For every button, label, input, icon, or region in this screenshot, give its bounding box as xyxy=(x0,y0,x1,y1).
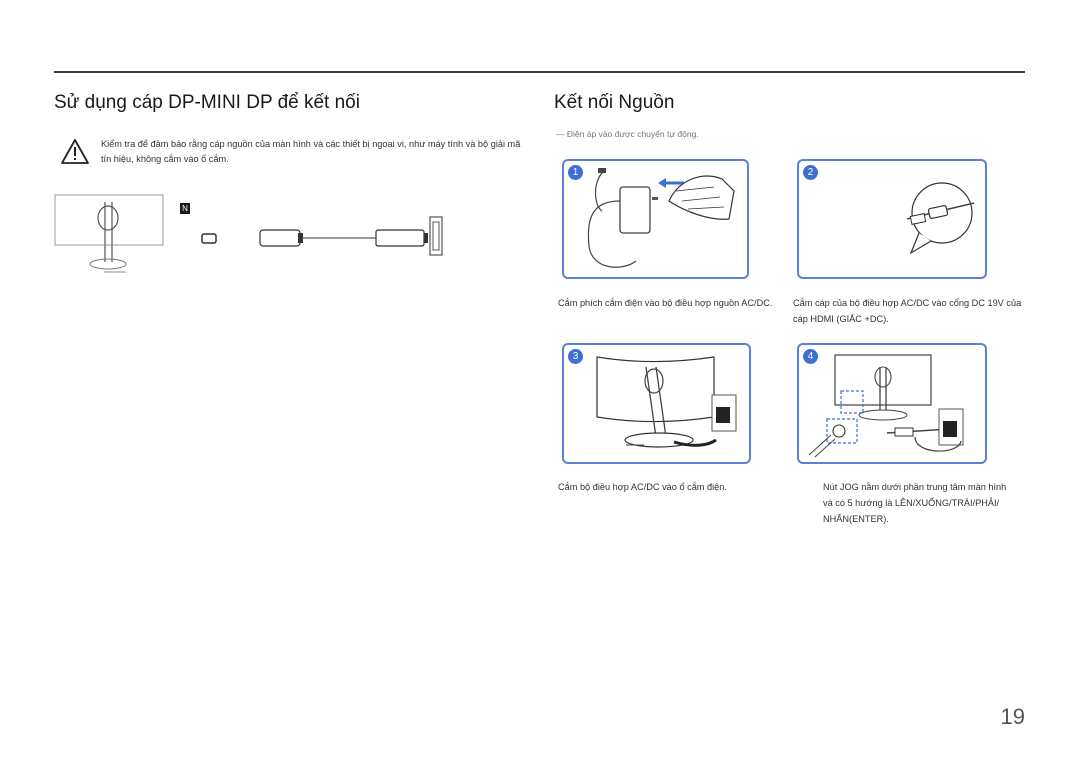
outlet-plug-illustration xyxy=(596,356,737,448)
jog-button-illustration xyxy=(808,354,964,458)
header-rule xyxy=(54,71,1025,73)
section-title-power: Kết nối Nguồn xyxy=(554,92,675,113)
dc-connector-illustration xyxy=(906,182,975,255)
step-4-badge: 4 xyxy=(803,349,818,364)
port-label-badge: N xyxy=(180,203,190,214)
adapter-plug-illustration xyxy=(587,168,735,268)
step-3-panel: 3 xyxy=(562,343,751,464)
step-4-caption: Nút JOG nằm dưới phần trung tâm màn hình… xyxy=(823,482,1007,524)
step-2-badge: 2 xyxy=(803,165,818,180)
warning-text: Kiểm tra để đảm bảo rằng cáp nguồn của m… xyxy=(101,139,521,164)
warning-icon xyxy=(61,139,89,164)
step-2-panel: 2 xyxy=(797,159,987,279)
step-1-caption: Cắm phích cắm điện vào bộ điều hợp nguồn… xyxy=(558,298,773,308)
step-1-badge: 1 xyxy=(568,165,583,180)
dp-connection-diagram xyxy=(54,194,443,273)
voltage-note: — Điện áp vào được chuyển tự động. xyxy=(556,129,699,139)
step-2-caption: Cắm cáp của bộ điều hợp AC/DC vào cổng D… xyxy=(793,298,1022,324)
step-4-panel: 4 xyxy=(797,343,987,464)
page-number: 19 xyxy=(1000,704,1025,729)
step-3-caption: Cắm bộ điều hợp AC/DC vào ổ cắm điện. xyxy=(558,482,727,492)
step-3-badge: 3 xyxy=(568,349,583,364)
step-1-panel: 1 xyxy=(562,159,749,279)
voltage-note-text: Điện áp vào được chuyển tự động. xyxy=(566,129,699,139)
section-title-dp: Sử dụng cáp DP-MINI DP để kết nối xyxy=(54,92,360,113)
